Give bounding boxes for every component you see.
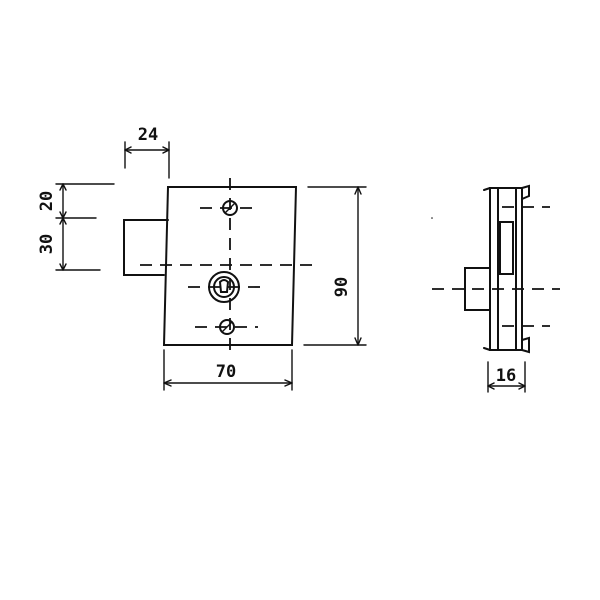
dimension-case-width (163, 349, 293, 391)
bolt (123, 219, 169, 276)
dimension-bolt-width (124, 141, 170, 179)
dim-label-top-offset: 20 (37, 191, 57, 211)
dim-label-bolt-height: 30 (37, 234, 57, 254)
dim-label-case-width: 70 (216, 362, 236, 382)
dimension-case-height (303, 186, 367, 346)
lock-case-body (162, 186, 298, 346)
side-view (432, 184, 560, 354)
side-slot (499, 221, 514, 275)
dimension-left-stack (55, 183, 115, 271)
dim-label-bolt-width: 24 (138, 125, 158, 145)
key-cylinder (188, 271, 262, 303)
dimension-backset (487, 361, 526, 393)
top-screw-hole (200, 200, 260, 216)
bottom-screw-hole (195, 319, 258, 335)
front-view (123, 178, 318, 352)
stray-dot (431, 217, 433, 219)
dim-label-case-height: 90 (332, 277, 352, 297)
side-cylinder (464, 267, 491, 311)
dim-label-backset: 16 (496, 366, 516, 386)
